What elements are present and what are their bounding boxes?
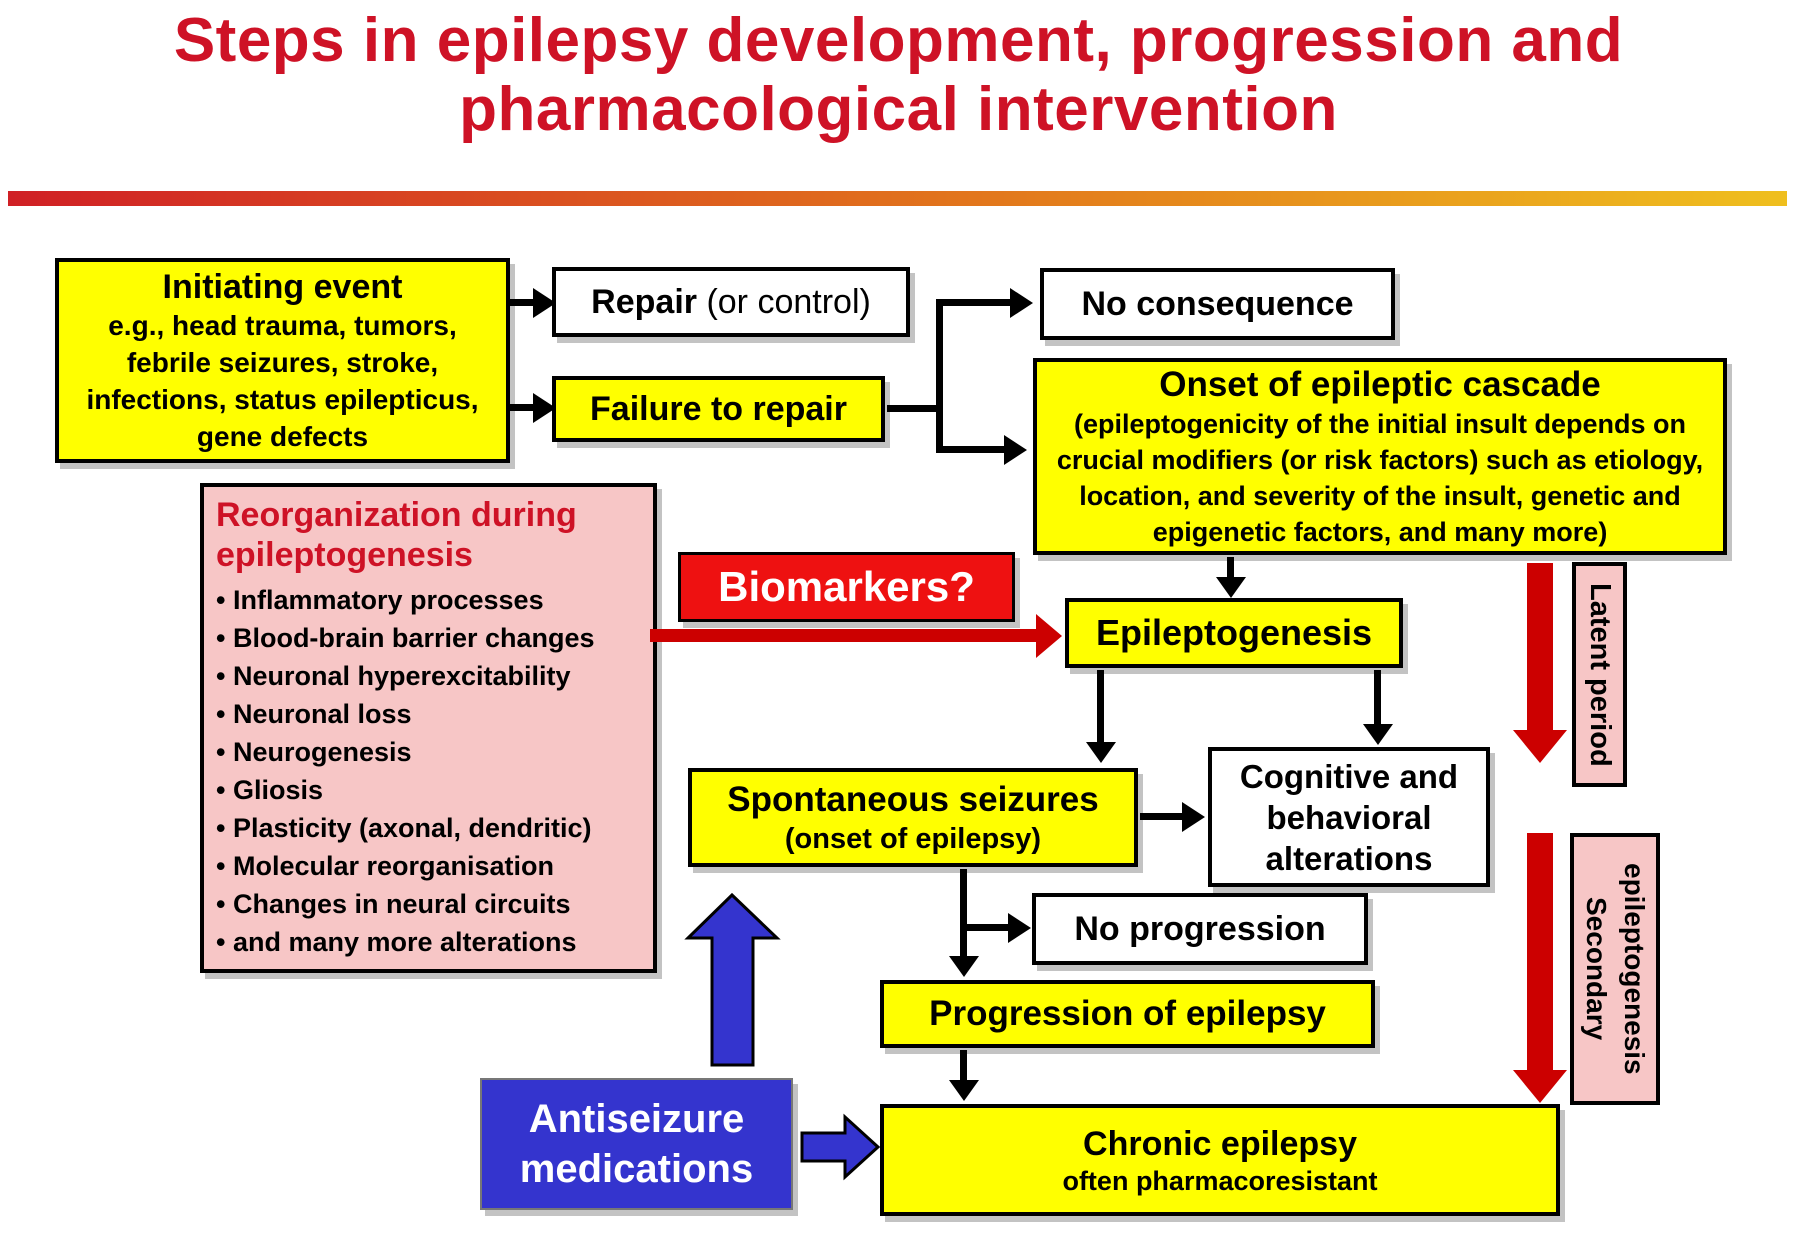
- latent-period-arrow-body: [1527, 563, 1553, 731]
- secondary-epileptogenesis-tab: Secondary epileptogenesis: [1570, 833, 1660, 1105]
- page-title-line2: pharmacological intervention: [459, 75, 1338, 144]
- reorganization-item: • Neuronal loss: [216, 699, 412, 729]
- line-failure-to-branch: [887, 405, 939, 412]
- arrow-epileptogenesis-to-spontaneous: [1097, 670, 1104, 744]
- failure-to-repair-label: Failure to repair: [590, 389, 847, 428]
- repair-label-rest: (or control): [697, 282, 871, 321]
- arrowhead-initiating-to-repair: [533, 288, 556, 318]
- initiating-event-box: Initiating event e.g., head trauma, tumo…: [55, 258, 510, 463]
- biomarkers-label: Biomarkers?: [718, 563, 975, 610]
- arrowhead-branch-to-onset: [1004, 435, 1027, 465]
- no-consequence-box: No consequence: [1040, 268, 1395, 340]
- progression-box: Progression of epilepsy: [880, 980, 1375, 1048]
- reorganization-item: • Molecular reorganisation: [216, 851, 555, 881]
- arrowhead-onset-to-epileptogenesis: [1216, 577, 1246, 598]
- biomarkers-box: Biomarkers?: [678, 552, 1015, 622]
- latent-period-arrow-head: [1513, 730, 1567, 763]
- arrowhead-initiating-to-failure: [533, 393, 556, 423]
- repair-box: Repair (or control): [552, 267, 910, 337]
- secondary-arrow-head: [1513, 1070, 1567, 1103]
- initiating-event-body: e.g., head trauma, tumors, febrile seizu…: [86, 309, 479, 452]
- reorganization-item: • Blood-brain barrier changes: [216, 623, 595, 653]
- arrow-branch-to-no-consequence: [936, 299, 1012, 306]
- arrowhead-progression-to-chronic: [949, 1080, 979, 1101]
- reorganization-box: Reorganization during epileptogenesis • …: [200, 483, 657, 973]
- arrowhead-spontaneous-to-progression: [949, 956, 979, 977]
- onset-cascade-title: Onset of epileptic cascade: [1159, 364, 1601, 404]
- no-progression-label: No progression: [1074, 909, 1326, 948]
- cognitive-alterations-box: Cognitive and behavioral alterations: [1208, 747, 1490, 887]
- arrow-epileptogenesis-to-cognitive: [1374, 670, 1381, 726]
- repair-label: Repair (or control): [591, 283, 871, 322]
- chronic-epilepsy-title: Chronic epilepsy: [1083, 1124, 1357, 1163]
- reorganization-item: • Gliosis: [216, 775, 323, 805]
- arrow-spontaneous-to-progression: [960, 869, 967, 958]
- reorganization-item: • Inflammatory processes: [216, 585, 544, 615]
- chronic-epilepsy-subtitle: often pharmacoresistant: [1062, 1165, 1378, 1196]
- chronic-epilepsy-box: Chronic epilepsy often pharmacoresistant: [880, 1104, 1560, 1216]
- arrow-initiating-to-failure: [507, 404, 535, 411]
- antiseizure-up-arrow: [684, 892, 781, 1067]
- no-progression-box: No progression: [1032, 893, 1368, 965]
- reorganization-item: • Changes in neural circuits: [216, 889, 571, 919]
- spontaneous-seizures-title: Spontaneous seizures: [727, 780, 1099, 819]
- cognitive-alterations-label: Cognitive and behavioral alterations: [1239, 757, 1459, 877]
- biomarkers-arrow-head: [1036, 614, 1062, 658]
- reorganization-item: • and many more alterations: [216, 927, 577, 957]
- arrow-spontaneous-to-cognitive: [1140, 813, 1184, 820]
- antiseizure-medications-box: Antiseizure medications: [480, 1078, 793, 1210]
- epileptogenesis-label: Epileptogenesis: [1095, 612, 1373, 653]
- initiating-event-title: Initiating event: [162, 267, 403, 306]
- arrowhead-spontaneous-to-cognitive: [1182, 802, 1205, 832]
- reorganization-title: Reorganization during epileptogenesis: [216, 496, 577, 574]
- arrow-branch-to-onset: [936, 446, 1006, 453]
- latent-period-label: Latent period: [1584, 582, 1616, 767]
- biomarkers-arrow-body: [650, 629, 1038, 642]
- secondary-arrow-body: [1527, 833, 1553, 1071]
- progression-label: Progression of epilepsy: [929, 994, 1326, 1033]
- branch-vertical-line: [936, 299, 943, 453]
- arrowhead-epileptogenesis-to-cognitive: [1363, 724, 1393, 745]
- antiseizure-medications-label: Antiseizure medications: [519, 1097, 754, 1191]
- repair-label-bold: Repair: [591, 282, 697, 321]
- spontaneous-seizures-subtitle: (onset of epilepsy): [784, 823, 1042, 855]
- spontaneous-seizures-box: Spontaneous seizures (onset of epilepsy): [688, 768, 1138, 867]
- page-title: Steps in epilepsy development, progressi…: [0, 6, 1797, 144]
- arrowhead-branch-to-no-consequence: [1010, 288, 1033, 318]
- gradient-divider: [8, 191, 1787, 206]
- arrowhead-epileptogenesis-to-spontaneous: [1086, 742, 1116, 763]
- failure-to-repair-box: Failure to repair: [552, 376, 885, 442]
- arrow-initiating-to-repair: [507, 299, 535, 306]
- latent-period-tab: Latent period: [1572, 562, 1627, 787]
- onset-cascade-box: Onset of epileptic cascade (epileptogeni…: [1033, 358, 1727, 555]
- secondary-epileptogenesis-label: Secondary epileptogenesis: [1581, 863, 1650, 1075]
- antiseizure-right-arrow: [800, 1113, 881, 1181]
- page-title-line1: Steps in epilepsy development, progressi…: [173, 6, 1624, 75]
- no-consequence-label: No consequence: [1081, 284, 1354, 323]
- reorganization-item: • Plasticity (axonal, dendritic): [216, 813, 592, 843]
- reorganization-item: • Neuronal hyperexcitability: [216, 661, 571, 691]
- onset-cascade-body: (epileptogenicity of the initial insult …: [1056, 408, 1704, 547]
- epileptogenesis-box: Epileptogenesis: [1065, 598, 1403, 668]
- arrow-progression-to-chronic: [960, 1050, 967, 1082]
- arrow-branch-to-no-progression: [960, 924, 1010, 931]
- reorganization-item: • Neurogenesis: [216, 737, 412, 767]
- arrowhead-branch-to-no-progression: [1008, 913, 1031, 943]
- arrow-onset-to-epileptogenesis: [1227, 557, 1234, 579]
